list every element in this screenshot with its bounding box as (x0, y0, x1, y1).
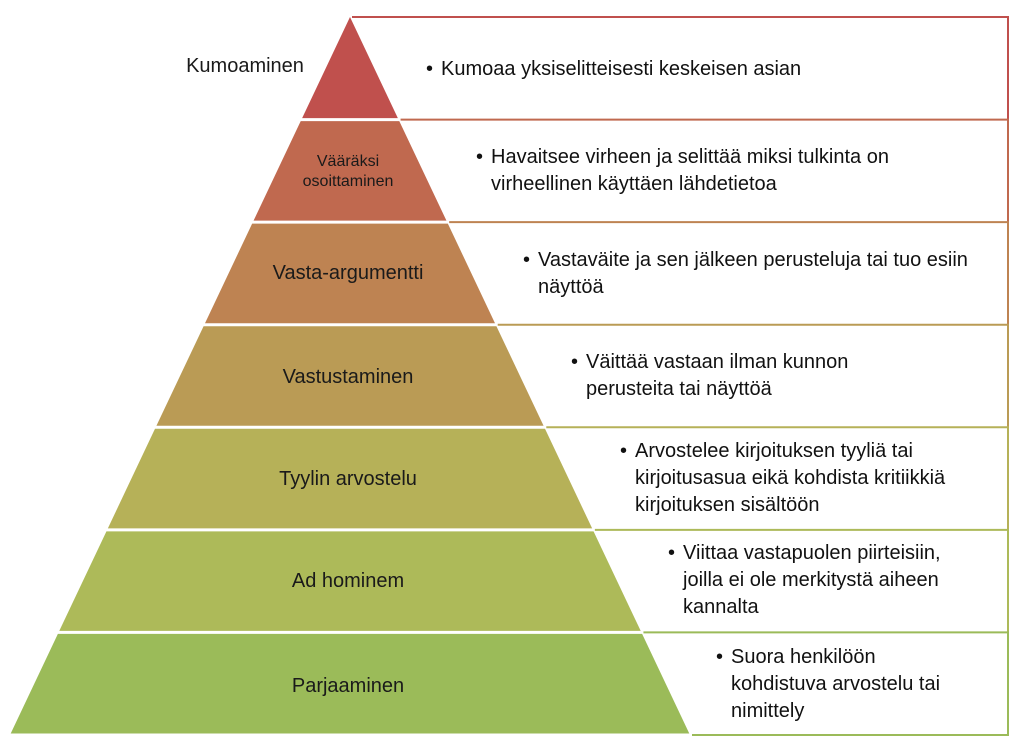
level-description: • Havaitsee virheen ja selittää miksi tul… (476, 144, 981, 198)
description-box-border-1 (400, 118, 1009, 223)
level-description: • Suora henkilöön kohdistuva arvostelu ta… (716, 644, 966, 725)
description-box-border-4 (546, 426, 1009, 530)
level-label-kumoaminen: Kumoaminen (186, 55, 304, 77)
bullet: • (620, 440, 628, 462)
bullet: • (426, 58, 434, 80)
level-label-parjaaminen: Parjaaminen (291, 675, 405, 697)
level-label-line: Vääräksi (316, 153, 380, 170)
description-box-border-5 (594, 528, 1009, 633)
level-label-ad-hominem: Ad hominem (291, 570, 405, 592)
level-label-line: osoittaminen (302, 173, 394, 190)
level-label-vasta-argumentti: Vasta-argumentti (272, 262, 424, 284)
level-description: • Vastaväite ja sen jälkeen perusteluja t… (523, 247, 968, 301)
level-label-vastustaminen: Vastustaminen (282, 366, 414, 388)
description-text: Kumoaa yksiselitteisesti keskeisen asian (441, 58, 802, 80)
bullet: • (668, 542, 676, 564)
level-label-vaaraksi-osoittaminen: Vääräksi osoittaminen (303, 152, 394, 192)
level-description: • Viittaa vastapuolen piirteisiin, joilla… (668, 540, 983, 621)
bullet: • (716, 646, 724, 668)
bullet: • (571, 351, 579, 373)
bullet: • (523, 249, 531, 271)
description-box-border-0 (352, 16, 1009, 120)
description-box-border-2 (449, 221, 1009, 325)
description-box-border-3 (497, 323, 1009, 428)
pyramid-level-5 (59, 531, 641, 631)
description-box-border-6 (643, 631, 1009, 736)
description-text: Arvostelee kirjoituksen tyyliä tai kirjo… (635, 440, 946, 516)
level-description: • Väittää vastaan ilman kunnon perusteita… (571, 349, 911, 403)
pyramid-level-6 (10, 633, 690, 734)
pyramid-level-0 (302, 17, 398, 119)
description-text: Vastaväite ja sen jälkeen perusteluja ta… (538, 249, 968, 298)
description-text: Havaitsee virheen ja selittää miksi tulk… (491, 146, 889, 195)
description-text: Väittää vastaan ilman kunnon perusteita … (586, 351, 849, 400)
pyramid-level-3 (156, 326, 544, 426)
description-text: Suora henkilöön kohdistuva arvostelu tai… (731, 646, 941, 722)
pyramid-level-4 (107, 428, 593, 529)
level-label-tyylin-arvostelu: Tyylin arvostelu (279, 468, 417, 490)
pyramid-level-1 (253, 121, 447, 221)
level-description: • Arvostelee kirjoituksen tyyliä tai kirj… (620, 438, 990, 519)
description-text: Viittaa vastapuolen piirteisiin, joilla … (683, 542, 941, 618)
pyramid-level-2 (204, 223, 496, 324)
level-description: • Kumoaa yksiselitteisesti keskeisen asia… (426, 56, 996, 83)
bullet: • (476, 146, 484, 168)
